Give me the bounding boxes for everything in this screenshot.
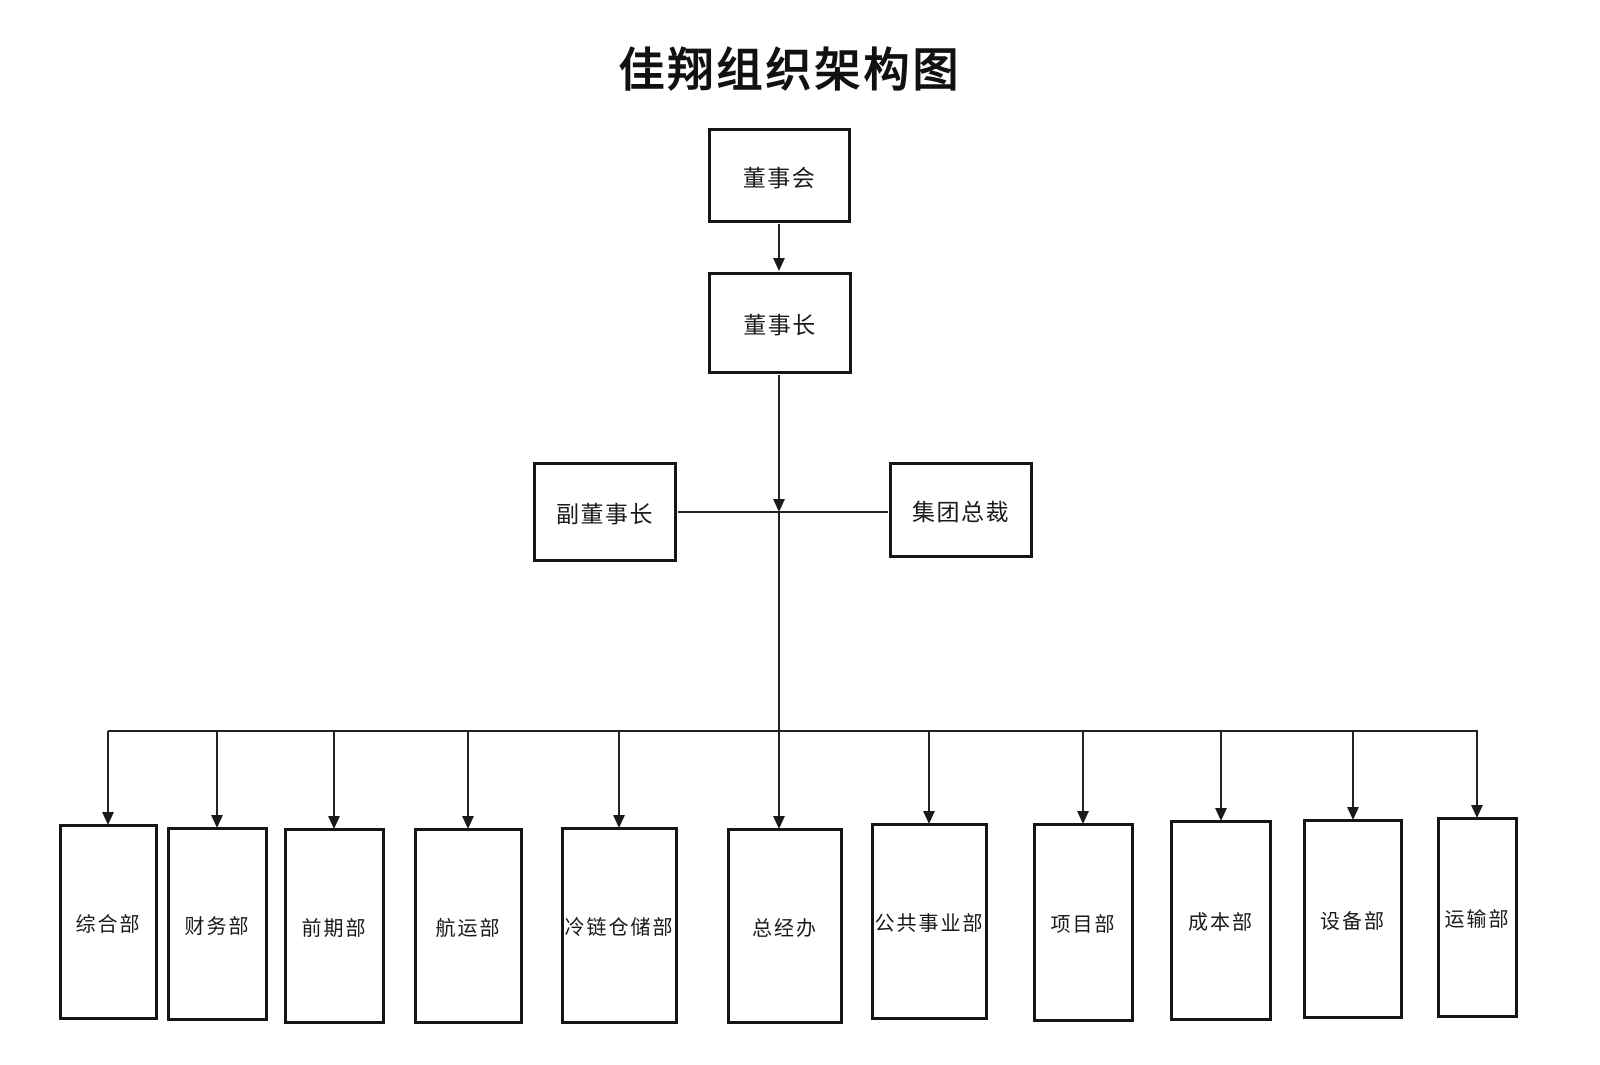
org-node-dept-qianqi: 前期部 bbox=[284, 828, 385, 1024]
org-node-label: 冷链仓储部 bbox=[564, 917, 675, 939]
org-node-label: 总经办 bbox=[752, 917, 818, 940]
org-node-dept-zonghe: 综合部 bbox=[59, 824, 158, 1020]
org-node-label: 成本部 bbox=[1188, 912, 1254, 934]
org-node-label: 综合部 bbox=[75, 913, 142, 936]
arrowhead bbox=[773, 258, 785, 271]
org-node-label: 集团总裁 bbox=[912, 500, 1010, 525]
org-node-dept-gonggongshiye: 公共事业部 bbox=[871, 823, 988, 1020]
org-node-label: 设备部 bbox=[1320, 910, 1386, 933]
org-node-label: 项目部 bbox=[1050, 914, 1117, 936]
org-node-dept-zongjingban: 总经办 bbox=[727, 828, 843, 1024]
org-node-dept-shebei: 设备部 bbox=[1303, 819, 1403, 1019]
org-node-label: 前期部 bbox=[301, 917, 368, 940]
org-node-label: 财务部 bbox=[184, 915, 251, 938]
chart-title: 佳翔组织架构图 bbox=[618, 45, 962, 96]
arrowhead bbox=[773, 499, 785, 512]
org-node-dept-chengben: 成本部 bbox=[1170, 820, 1272, 1021]
org-node-chairman: 董事长 bbox=[708, 272, 852, 374]
org-node-label: 董事长 bbox=[743, 313, 817, 338]
org-node-dept-yunshu: 运输部 bbox=[1437, 817, 1518, 1018]
org-node-board: 董事会 bbox=[708, 128, 851, 223]
org-node-label: 副董事长 bbox=[556, 502, 654, 527]
org-node-dept-lenglian: 冷链仓储部 bbox=[561, 827, 678, 1024]
org-node-dept-caiwu: 财务部 bbox=[167, 827, 268, 1021]
org-node-vice-chairman: 副董事长 bbox=[533, 462, 677, 562]
org-node-label: 董事会 bbox=[742, 165, 817, 191]
org-node-label: 公共事业部 bbox=[874, 913, 985, 935]
org-node-group-president: 集团总裁 bbox=[889, 462, 1033, 558]
org-node-label: 航运部 bbox=[435, 917, 502, 940]
org-node-dept-hangyun: 航运部 bbox=[414, 828, 523, 1024]
org-node-dept-xiangmu: 项目部 bbox=[1033, 823, 1134, 1022]
org-node-label: 运输部 bbox=[1444, 909, 1511, 931]
